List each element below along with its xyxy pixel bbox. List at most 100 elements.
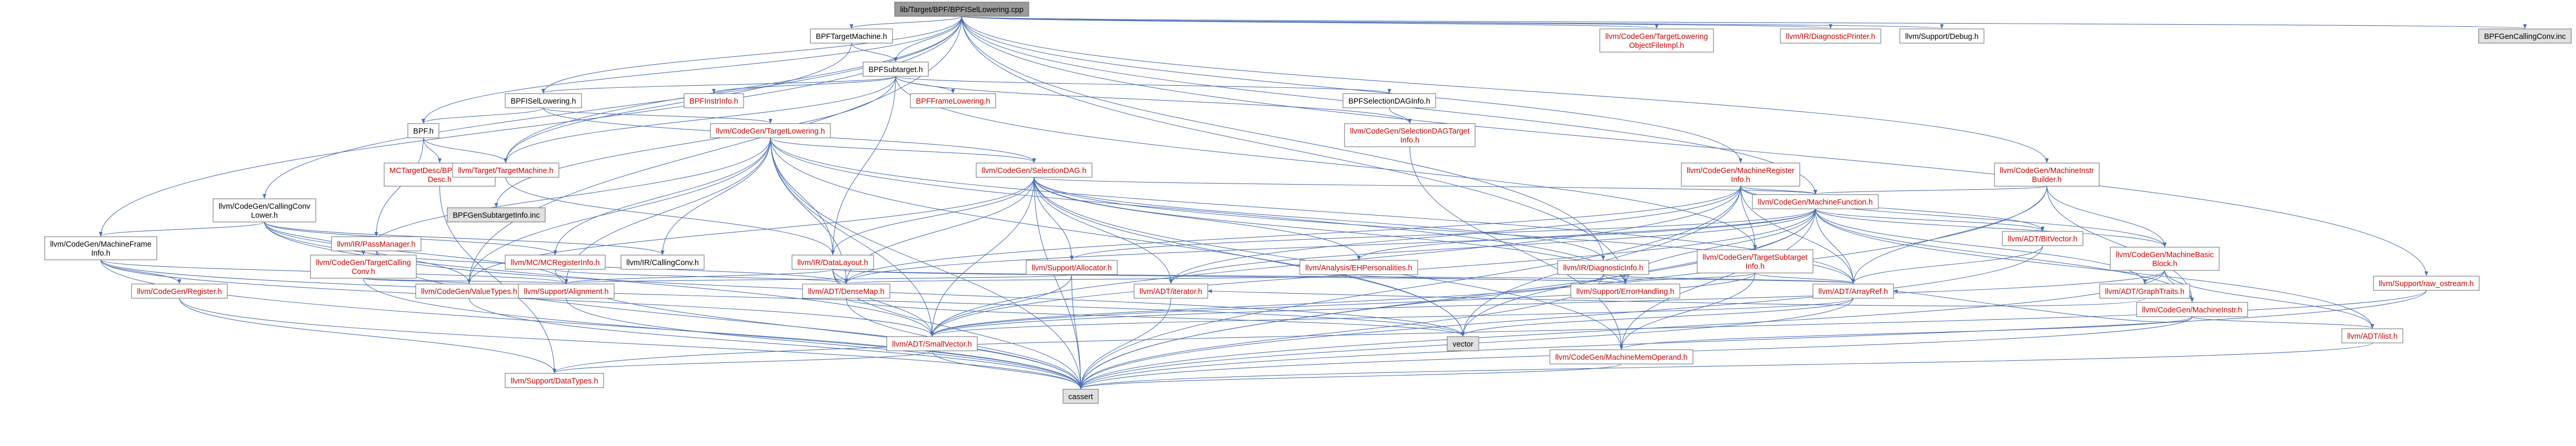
- node-mmo[interactable]: llvm/CodeGen/MachineMemOperand.h: [1549, 349, 1693, 364]
- node-box: [505, 373, 604, 388]
- node-box: [976, 163, 1092, 178]
- node-datalayout[interactable]: llvm/IR/DataLayout.h: [791, 255, 874, 270]
- edge-bpfh-to-mctarget: [423, 137, 442, 163]
- node-label: llvm/IR/DiagnosticInfo.h: [1563, 264, 1643, 272]
- node-diagprinter[interactable]: llvm/IR/DiagnosticPrinter.h: [1780, 28, 1881, 44]
- node-mcreg[interactable]: llvm/MC/MCRegisterInfo.h: [505, 255, 606, 270]
- edge-targetlowering-to-valuetypes: [467, 137, 771, 284]
- node-label: Info.h: [91, 249, 110, 258]
- node-densemap[interactable]: llvm/ADT/DenseMap.h: [802, 283, 890, 299]
- node-instrinfo[interactable]: BPFInstrInfo.h: [684, 93, 744, 108]
- node-label: llvm/CodeGen/TargetSubtarget: [1702, 254, 1807, 262]
- node-label: llvm/CodeGen/TargetLowering: [1605, 33, 1708, 41]
- node-root[interactable]: lib/Target/BPF/BPFISelLowering.cpp: [894, 2, 1029, 17]
- edge-datalayout-to-arrayref: [832, 269, 1855, 284]
- edge-targetlowering-to-vector: [770, 137, 1465, 337]
- node-smallvector[interactable]: llvm/ADT/SmallVector.h: [886, 336, 978, 351]
- node-tlof[interactable]: llvm/CodeGen/TargetLoweringObjectFileImp…: [1599, 28, 1714, 53]
- node-errhandling[interactable]: llvm/Support/ErrorHandling.h: [1570, 283, 1680, 299]
- node-arrayref[interactable]: llvm/ADT/ArrayRef.h: [1812, 283, 1894, 299]
- edge-targetmachine-to-datalayout: [505, 177, 835, 255]
- node-bpftm[interactable]: BPFTargetMachine.h: [810, 28, 893, 44]
- edge-mf-to-bitvector: [1815, 208, 2044, 231]
- node-alignment[interactable]: llvm/Support/Alignment.h: [518, 283, 615, 299]
- node-graphtraits[interactable]: llvm/ADT/GraphTraits.h: [2099, 283, 2190, 299]
- node-datatypes[interactable]: llvm/Support/DataTypes.h: [505, 373, 604, 388]
- node-cassert[interactable]: cassert: [1063, 389, 1099, 404]
- node-box: [505, 93, 582, 108]
- node-selectiondag[interactable]: llvm/CodeGen/SelectionDAG.h: [976, 163, 1092, 178]
- node-targetlowering[interactable]: llvm/CodeGen/TargetLowering.h: [710, 123, 831, 138]
- node-label: llvm/ADT/BitVector.h: [2008, 235, 2077, 244]
- node-valuetypes[interactable]: llvm/CodeGen/ValueTypes.h: [415, 283, 523, 299]
- node-rawostream[interactable]: llvm/Support/raw_ostream.h: [2373, 276, 2480, 291]
- edge-subtarget-to-instrinfo: [712, 76, 896, 94]
- node-salloc[interactable]: llvm/Support/Allocator.h: [1026, 260, 1118, 275]
- node-debug[interactable]: llvm/Support/Debug.h: [1899, 28, 1984, 44]
- node-label: llvm/CodeGen/MachineInstr: [2000, 167, 2094, 175]
- node-bpfisel[interactable]: BPFISelLowering.h: [505, 93, 582, 108]
- node-iterator[interactable]: llvm/ADT/iterator.h: [1134, 283, 1208, 299]
- node-box: [131, 283, 228, 299]
- node-label: BPFISelLowering.h: [510, 97, 576, 106]
- node-bpfh[interactable]: BPF.h: [407, 123, 439, 138]
- edge-ehpers-to-densemap: [845, 274, 1359, 284]
- edge-tcc-to-valuetypes: [363, 278, 471, 284]
- edge-mib-to-arrayref: [1851, 186, 2048, 284]
- node-label: llvm/CodeGen/ValueTypes.h: [421, 288, 517, 296]
- node-frameinfo[interactable]: BPFFrameLowering.h: [910, 93, 996, 108]
- edge-densemap-to-vector: [846, 298, 1465, 337]
- edge-subtarget-to-datalayout: [830, 76, 896, 255]
- edge-mri-to-cassert: [1079, 186, 1741, 389]
- node-bitvector[interactable]: llvm/ADT/BitVector.h: [2002, 231, 2083, 246]
- node-label: llvm/CodeGen/TargetCalling: [316, 259, 411, 267]
- node-ilist[interactable]: llvm/ADT/ilist.h: [2341, 328, 2403, 343]
- node-box: [2110, 247, 2220, 271]
- edge-mf-to-cassert: [1079, 208, 1816, 389]
- node-targetmachine[interactable]: llvm/Target/TargetMachine.h: [452, 163, 559, 178]
- edge-tsubinfo-to-smallvector: [930, 272, 1756, 337]
- node-seldag_info[interactable]: BPFSelectionDAGInfo.h: [1342, 93, 1436, 108]
- node-mf[interactable]: llvm/CodeGen/MachineFunction.h: [1752, 194, 1879, 209]
- node-label: llvm/CodeGen/MachineInstr.h: [2142, 306, 2242, 315]
- node-label: BPF.h: [413, 127, 434, 136]
- node-label: llvm/CodeGen/SelectionDAG.h: [981, 167, 1086, 175]
- node-label: BPFTargetMachine.h: [816, 33, 887, 41]
- edge-subtarget-to-seldag_info: [895, 76, 1391, 94]
- edge-tsubinfo-to-errhandling: [1623, 272, 1756, 284]
- node-box: [1899, 28, 1984, 44]
- node-box: [863, 62, 929, 77]
- edge-bpfh-to-targetmachine: [423, 137, 508, 163]
- node-label: llvm/ADT/GraphTraits.h: [2105, 288, 2184, 296]
- edge-selectiondag-to-vector: [1034, 177, 1465, 337]
- edge-ccl-to-valuetypes: [264, 221, 471, 284]
- edge-mf-to-densemap: [844, 208, 1816, 284]
- node-passmgr[interactable]: llvm/IR/PassManager.h: [331, 236, 422, 251]
- node-cgreg[interactable]: llvm/CodeGen/Register.h: [131, 283, 228, 299]
- node-box: [802, 283, 890, 299]
- node-box: [1570, 283, 1680, 299]
- node-subtarget[interactable]: BPFSubtarget.h: [863, 62, 929, 77]
- node-box: [894, 2, 1029, 17]
- node-machineinstr[interactable]: llvm/CodeGen/MachineInstr.h: [2136, 302, 2248, 317]
- node-bpfcc[interactable]: BPFGenCallingConv.inc: [2478, 28, 2572, 44]
- edge-diaginfo-to-smallvector: [930, 274, 1604, 337]
- edge-passmgr-to-vector: [376, 250, 1465, 337]
- node-gensubtarget[interactable]: BPFGenSubtargetInfo.inc: [447, 207, 546, 222]
- edge-mf-to-ilist: [1815, 208, 2374, 329]
- node-vector[interactable]: vector: [1447, 336, 1479, 351]
- edge-mf-to-arrayref: [1815, 208, 1856, 284]
- node-diaginfo[interactable]: llvm/IR/DiagnosticInfo.h: [1557, 260, 1649, 275]
- edge-tsubinfo-to-arrayref: [1755, 272, 1855, 284]
- edge-bpftm-to-subtarget: [851, 43, 898, 62]
- node-ehpers[interactable]: llvm/Analysis/EHPersonalities.h: [1299, 260, 1418, 275]
- node-callingconv[interactable]: llvm/IR/CallingConv.h: [620, 255, 705, 270]
